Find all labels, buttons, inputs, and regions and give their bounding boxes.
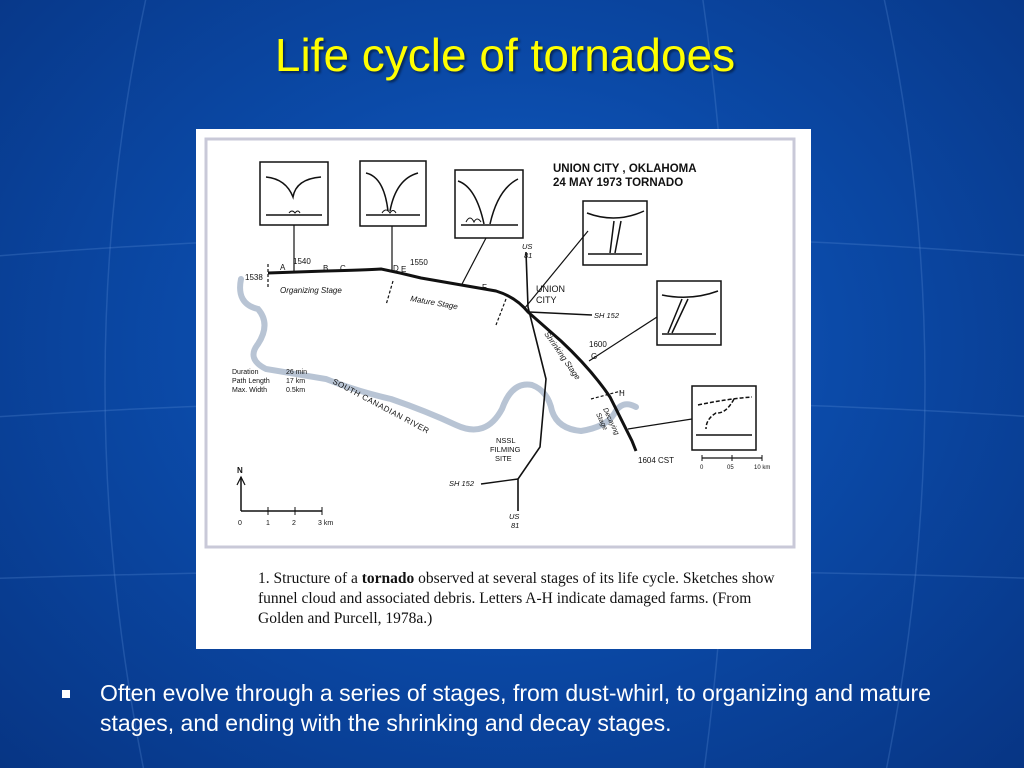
label-us81-top-2: 81	[524, 251, 532, 260]
north-arrow: N	[236, 466, 246, 511]
sketch-dust-whirl-stage	[259, 161, 329, 226]
time-1604: 1604 CST	[638, 456, 674, 465]
scale-main-0: 0	[238, 520, 242, 527]
label-organizing-stage: Organizing Stage	[280, 286, 342, 295]
stat-duration-label: Duration	[232, 369, 259, 376]
label-us81-bottom-2: 81	[511, 521, 519, 530]
label-sh152-east: SH 152	[594, 311, 620, 320]
sketch-decay-stage	[691, 385, 757, 451]
farm-letter-c: C	[340, 264, 346, 273]
tornado-map-diagram: UNION CITY , OKLAHOMA 24 MAY 1973 TORNAD…	[204, 137, 796, 549]
sketch-mature-stage	[454, 169, 524, 239]
farm-letter-d: D	[393, 264, 399, 273]
stat-path-label: Path Length	[232, 378, 270, 385]
bullet-text: Often evolve through a series of stages,…	[100, 680, 931, 736]
label-union: UNION	[536, 284, 565, 294]
time-1540: 1540	[293, 257, 311, 266]
us-81-road	[517, 251, 547, 511]
scale-main-3: 3 km	[318, 520, 333, 527]
sh-152-east-road	[528, 311, 593, 316]
figure-panel: UNION CITY , OKLAHOMA 24 MAY 1973 TORNAD…	[196, 129, 811, 649]
label-us81-bottom-1: US	[509, 512, 519, 521]
farm-letter-b: B	[323, 264, 328, 273]
farm-letter-e: E	[401, 265, 406, 274]
sketch-organizing-stage	[359, 160, 427, 227]
scale-main-2: 2	[292, 520, 296, 527]
sketch-shrinking-stage-late	[656, 280, 722, 346]
stage-boundary-shrinking	[590, 390, 622, 400]
farm-letter-a: A	[280, 263, 286, 272]
inset-scale-bar: 0 05 10 km	[700, 455, 770, 471]
time-1538: 1538	[245, 273, 263, 282]
scale-main-1: 1	[266, 520, 270, 527]
label-nssl: NSSL	[496, 436, 516, 445]
farm-letter-g: G	[591, 352, 597, 361]
bullet-marker	[62, 690, 74, 702]
caption-bold-term: tornado	[361, 570, 415, 587]
farm-letter-f: F	[482, 283, 487, 292]
label-us81-top-1: US	[522, 242, 532, 251]
slide-title: Life cycle of tornadoes	[274, 29, 736, 81]
sketch-leader-lines	[293, 225, 693, 430]
map-heading-line2: 24 MAY 1973 TORNADO	[553, 177, 683, 189]
scale-inset-0: 0	[700, 465, 704, 471]
time-1600: 1600	[589, 340, 607, 349]
label-city: CITY	[536, 295, 557, 305]
sketch-shrinking-stage-early	[582, 200, 648, 266]
stat-path-value: 17 km	[286, 378, 305, 385]
time-1550: 1550	[410, 258, 428, 267]
sh-152-west-road	[480, 478, 519, 485]
north-label: N	[237, 466, 243, 475]
stat-width-label: Max. Width	[232, 387, 267, 394]
caption-after: observed at several stages of its life c…	[258, 570, 775, 627]
stage-boundary-organizing	[385, 280, 394, 306]
scale-inset-05: 05	[727, 465, 734, 471]
figure-caption: 1. Structure of a tornado observed at se…	[258, 569, 798, 629]
stat-width-value: 0.5km	[286, 387, 305, 394]
map-heading-line1: UNION CITY , OKLAHOMA	[553, 163, 697, 175]
main-scale-bar: 0 1 2 3 km	[238, 507, 333, 527]
south-canadian-river	[237, 276, 639, 435]
label-sh152-west: SH 152	[449, 479, 475, 488]
label-filming: FILMING	[490, 445, 521, 454]
scale-inset-10: 10 km	[754, 465, 770, 471]
caption-before: 1. Structure of a	[258, 570, 362, 587]
label-site: SITE	[495, 454, 512, 463]
farm-letter-h: H	[619, 389, 625, 398]
tornado-track	[267, 267, 638, 452]
stat-duration-value: 26 min	[286, 369, 307, 376]
